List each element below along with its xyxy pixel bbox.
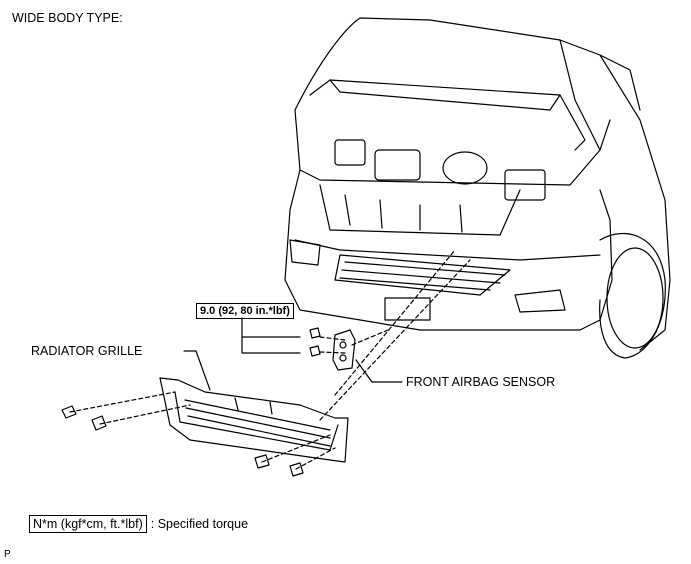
sensor-bolts [309, 327, 321, 357]
legend-unit-box: N*m (kgf*cm, ft.*lbf) [29, 515, 147, 533]
assembly-leaders [69, 249, 471, 470]
torque-leader [241, 317, 301, 354]
van-body [284, 17, 671, 359]
legend-description: : Specified torque [150, 517, 249, 531]
front-airbag-sensor-label: FRONT AIRBAG SENSOR [406, 375, 556, 389]
grille-fasteners [61, 405, 304, 477]
radiator-grille-shape [159, 377, 349, 463]
grille-label-leader [183, 350, 211, 391]
diagram-title: WIDE BODY TYPE: [12, 11, 123, 25]
page-code: P [4, 549, 11, 560]
torque-legend: N*m (kgf*cm, ft.*lbf) : Specified torque [29, 515, 248, 533]
radiator-grille-label: RADIATOR GRILLE [31, 344, 143, 358]
torque-spec-box: 9.0 (92, 80 in.*lbf) [196, 303, 294, 319]
front-airbag-sensor-shape [332, 329, 356, 371]
sensor-label-leader [355, 359, 403, 383]
